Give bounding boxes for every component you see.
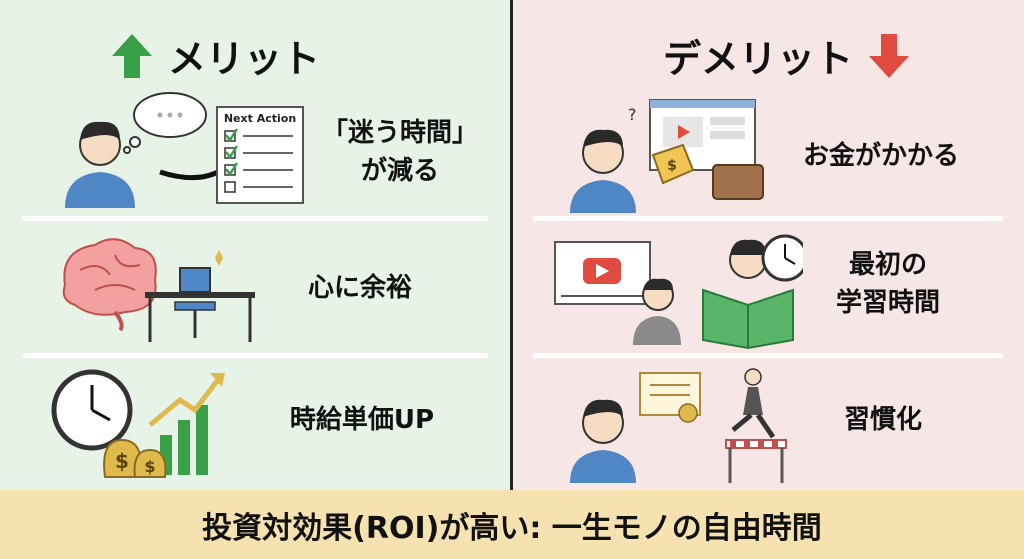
merit-item-1-line2: が減る	[360, 155, 439, 186]
brain-desk-illustration	[62, 238, 255, 342]
demerit-column: デメリット ? $ お金がかかる	[513, 0, 1024, 490]
svg-text:$: $	[144, 457, 155, 476]
merit-separator-1	[22, 216, 488, 221]
svg-text:$: $	[115, 449, 129, 473]
merit-item-2: 心に余裕	[0, 225, 510, 350]
merit-separator-2	[22, 353, 488, 358]
merit-header: メリット	[110, 28, 320, 83]
learning-illustration	[554, 234, 803, 350]
demerit-item-1: ? $ お金がかかる	[513, 90, 1024, 220]
footer-banner: 投資対効果(ROI)が高い: 一生モノの自由時間	[0, 490, 1024, 559]
demerit-separator-1	[533, 216, 1003, 221]
checklist-card-title: Next Action	[224, 112, 296, 125]
demerit-separator-2	[533, 353, 1003, 358]
svg-text:$: $	[667, 158, 677, 174]
demerit-item-3-label: 習慣化	[843, 405, 922, 435]
demerit-title: デメリット	[663, 37, 854, 81]
merit-item-1-line1: 「迷う時間」	[321, 118, 478, 148]
merit-column: メリット Next Action	[0, 0, 510, 490]
column-divider	[510, 0, 513, 490]
merit-item-2-label: 心に余裕	[307, 273, 412, 303]
clock-money-chart-illustration: $ $	[51, 369, 225, 478]
habit-hurdle-illustration	[570, 368, 787, 483]
down-arrow-icon	[869, 33, 910, 78]
demerit-item-2-label: 最初の 学習時間	[813, 247, 963, 322]
svg-text:?: ?	[628, 105, 637, 124]
cost-illustration: ? $	[570, 99, 764, 213]
merit-item-1: Next Action 「迷う時間」 が減る	[0, 90, 510, 220]
demerit-header: デメリット	[663, 28, 911, 83]
demerit-item-2-line2: 学習時間	[835, 287, 940, 318]
merit-title: メリット	[168, 37, 321, 81]
merit-item-3: $ $ 時給単価UP	[0, 360, 510, 485]
demerit-item-3: 習慣化	[513, 360, 1024, 485]
demerit-item-2: 最初の 学習時間	[513, 225, 1024, 350]
merit-item-1-label: 「迷う時間」 が減る	[320, 115, 480, 190]
footer-text: 投資対効果(ROI)が高い: 一生モノの自由時間	[202, 510, 822, 546]
demerit-item-2-line1: 最初の	[848, 250, 927, 280]
checklist-card-illustration: Next Action	[216, 106, 304, 204]
demerit-item-1-label: お金がかかる	[802, 141, 959, 171]
merit-item-3-label: 時給単価UP	[289, 405, 435, 435]
up-arrow-icon	[112, 33, 152, 78]
